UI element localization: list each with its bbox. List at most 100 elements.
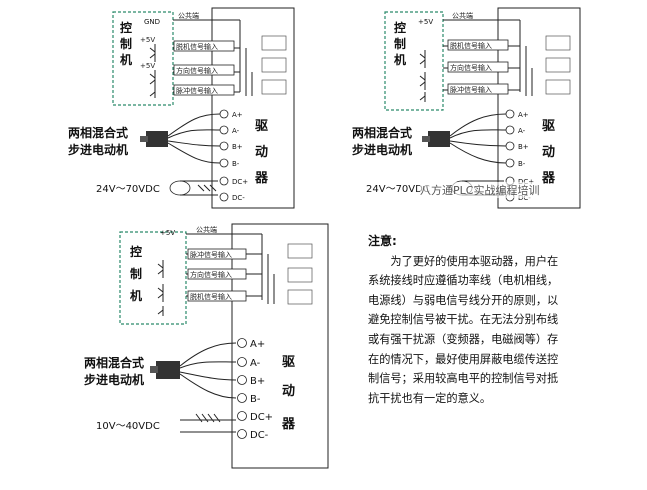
- motor-icon: [422, 131, 450, 147]
- note-line: 电源线）与弱电信号线分开的原则，以: [368, 293, 559, 307]
- diagram-1: 控 制 机 GND +5V +5V 驱 动 器 公共端 脱机信号输入 方向信号输…: [68, 7, 295, 209]
- driver-label-char: 驱: [282, 355, 295, 370]
- note-title: 注意:: [368, 234, 397, 248]
- terminal-label: DC+: [250, 412, 273, 423]
- driver-label-char: 动: [542, 145, 555, 160]
- terminal-label: A-: [518, 127, 526, 135]
- terminal-label: B-: [232, 160, 240, 168]
- signal-input-box: [173, 84, 235, 96]
- terminal-block: [219, 109, 229, 202]
- transistor-icon: [419, 50, 426, 102]
- plus5v-label: +5V: [140, 36, 155, 44]
- signal-label: 脉冲信号输入: [176, 86, 218, 95]
- power-cable-icon: [169, 180, 218, 196]
- controller-label-char: 制: [120, 36, 132, 51]
- driver-label-char: 动: [255, 145, 268, 160]
- motor-label: 两相混合式: [84, 355, 144, 370]
- motor-label: 两相混合式: [352, 125, 412, 140]
- note-line: 为了更好的使用本驱动器，用户在: [390, 254, 559, 268]
- terminal-label: A-: [250, 358, 261, 369]
- transistor-icon: [149, 44, 156, 98]
- gnd-label: GND: [144, 18, 160, 26]
- note-line: 抗干扰也有一定的意义。: [368, 391, 492, 405]
- terminal-label: A+: [250, 339, 265, 350]
- note-line: 制信号；采用较高电平的控制信号对抵: [368, 372, 559, 386]
- common-terminal-label: 公共端: [196, 225, 217, 234]
- diagram-2: 控 制 机 +5V 驱 动 器 公共端 脱机信号输入 方向信号输入 脉冲信号输入: [352, 7, 581, 209]
- motor-label: 步进电动机: [68, 142, 128, 157]
- signal-input-box: [187, 248, 247, 260]
- driver-label-char: 动: [282, 384, 295, 399]
- power-label: 24V～70VDC: [96, 184, 160, 195]
- diagram-3: 控 制 机 +5V 驱 动 器 公共端 脉冲信号输入 方向信号输入 脱机信号输入: [84, 223, 329, 469]
- terminal-label: B-: [250, 394, 261, 405]
- terminal-label: A+: [232, 111, 243, 119]
- terminal-label: DC-: [518, 194, 531, 202]
- terminal-label: A+: [518, 111, 529, 119]
- power-label: 24V～70VDC: [366, 184, 430, 195]
- optocoupler-icon: [519, 20, 571, 96]
- driver-label-char: 器: [254, 171, 269, 186]
- motor-label: 步进电动机: [352, 142, 412, 157]
- signal-input-box: [447, 61, 509, 73]
- controller-label-char: 机: [130, 288, 142, 303]
- plus5v-label: +5V: [418, 18, 433, 26]
- driver-label-char: 器: [541, 171, 556, 186]
- signal-label: 脱机信号输入: [450, 41, 492, 50]
- signal-input-box: [447, 83, 509, 95]
- note-line: 避免控制信号被干扰。在无法分别布线: [368, 313, 559, 327]
- note-line: 在的情况下，最好使用屏蔽电缆传送控: [368, 352, 559, 366]
- controller-box: [112, 11, 174, 106]
- note-line: 或有强干扰源（变频器，电磁阀等）存: [368, 332, 559, 346]
- driver-label-char: 器: [281, 417, 296, 432]
- watermark-text: 八方通PLC实战编程培训: [420, 182, 540, 198]
- driver-label-char: 驱: [542, 119, 555, 134]
- power-label: 10V～40VDC: [96, 421, 160, 432]
- signal-input-box: [173, 40, 235, 52]
- power-cable-icon: [180, 413, 236, 433]
- terminal-label: B+: [518, 143, 529, 151]
- terminal-label: B+: [250, 376, 265, 387]
- motor-icon: [140, 131, 168, 147]
- controller-label-char: 机: [120, 52, 132, 67]
- signal-label: 方向信号输入: [190, 270, 232, 279]
- note-panel: 注意: 为了更好的使用本驱动器，用户在 系统接线时应遵循功率线（电机相线， 电源…: [368, 232, 580, 408]
- controller-label-char: 制: [130, 266, 142, 281]
- signal-label: 脉冲信号输入: [190, 250, 232, 259]
- controller-label-char: 制: [394, 36, 406, 51]
- optocoupler-icon: [239, 20, 287, 96]
- controller-label-char: 控: [130, 244, 142, 259]
- motor-label: 步进电动机: [84, 372, 144, 387]
- controller-label-char: 控: [120, 20, 132, 35]
- terminal-label: B+: [232, 143, 243, 151]
- terminal-block: [237, 338, 247, 439]
- common-terminal-label: 公共端: [452, 11, 473, 20]
- common-terminal-label: 公共端: [178, 11, 199, 20]
- driver-box: [231, 223, 329, 469]
- motor-label: 两相混合式: [68, 125, 128, 140]
- plus5v-label: +5V: [140, 62, 155, 70]
- note-line: 系统接线时应遵循功率线（电机相线，: [368, 274, 559, 288]
- signal-input-box: [187, 268, 247, 280]
- signal-label: 方向信号输入: [176, 66, 218, 75]
- transistor-icon: [157, 260, 164, 316]
- signal-label: 脱机信号输入: [190, 292, 232, 301]
- controller-box: [384, 11, 444, 111]
- controller-label-char: 控: [394, 20, 406, 35]
- signal-input-box: [173, 64, 235, 76]
- signal-label: 脱机信号输入: [176, 42, 218, 51]
- controller-label-char: 机: [394, 52, 406, 67]
- driver-label-char: 驱: [255, 119, 268, 134]
- optocoupler-icon: [261, 234, 313, 305]
- plus5v-label: +5V: [160, 229, 175, 237]
- signal-label: 脉冲信号输入: [450, 85, 492, 94]
- terminal-label: B-: [518, 160, 526, 168]
- terminal-label: DC-: [250, 430, 269, 441]
- terminal-label: DC-: [232, 194, 245, 202]
- terminal-label: DC+: [232, 178, 248, 186]
- signal-input-box: [447, 39, 509, 51]
- signal-label: 方向信号输入: [450, 63, 492, 72]
- motor-icon: [150, 361, 180, 379]
- terminal-label: A-: [232, 127, 240, 135]
